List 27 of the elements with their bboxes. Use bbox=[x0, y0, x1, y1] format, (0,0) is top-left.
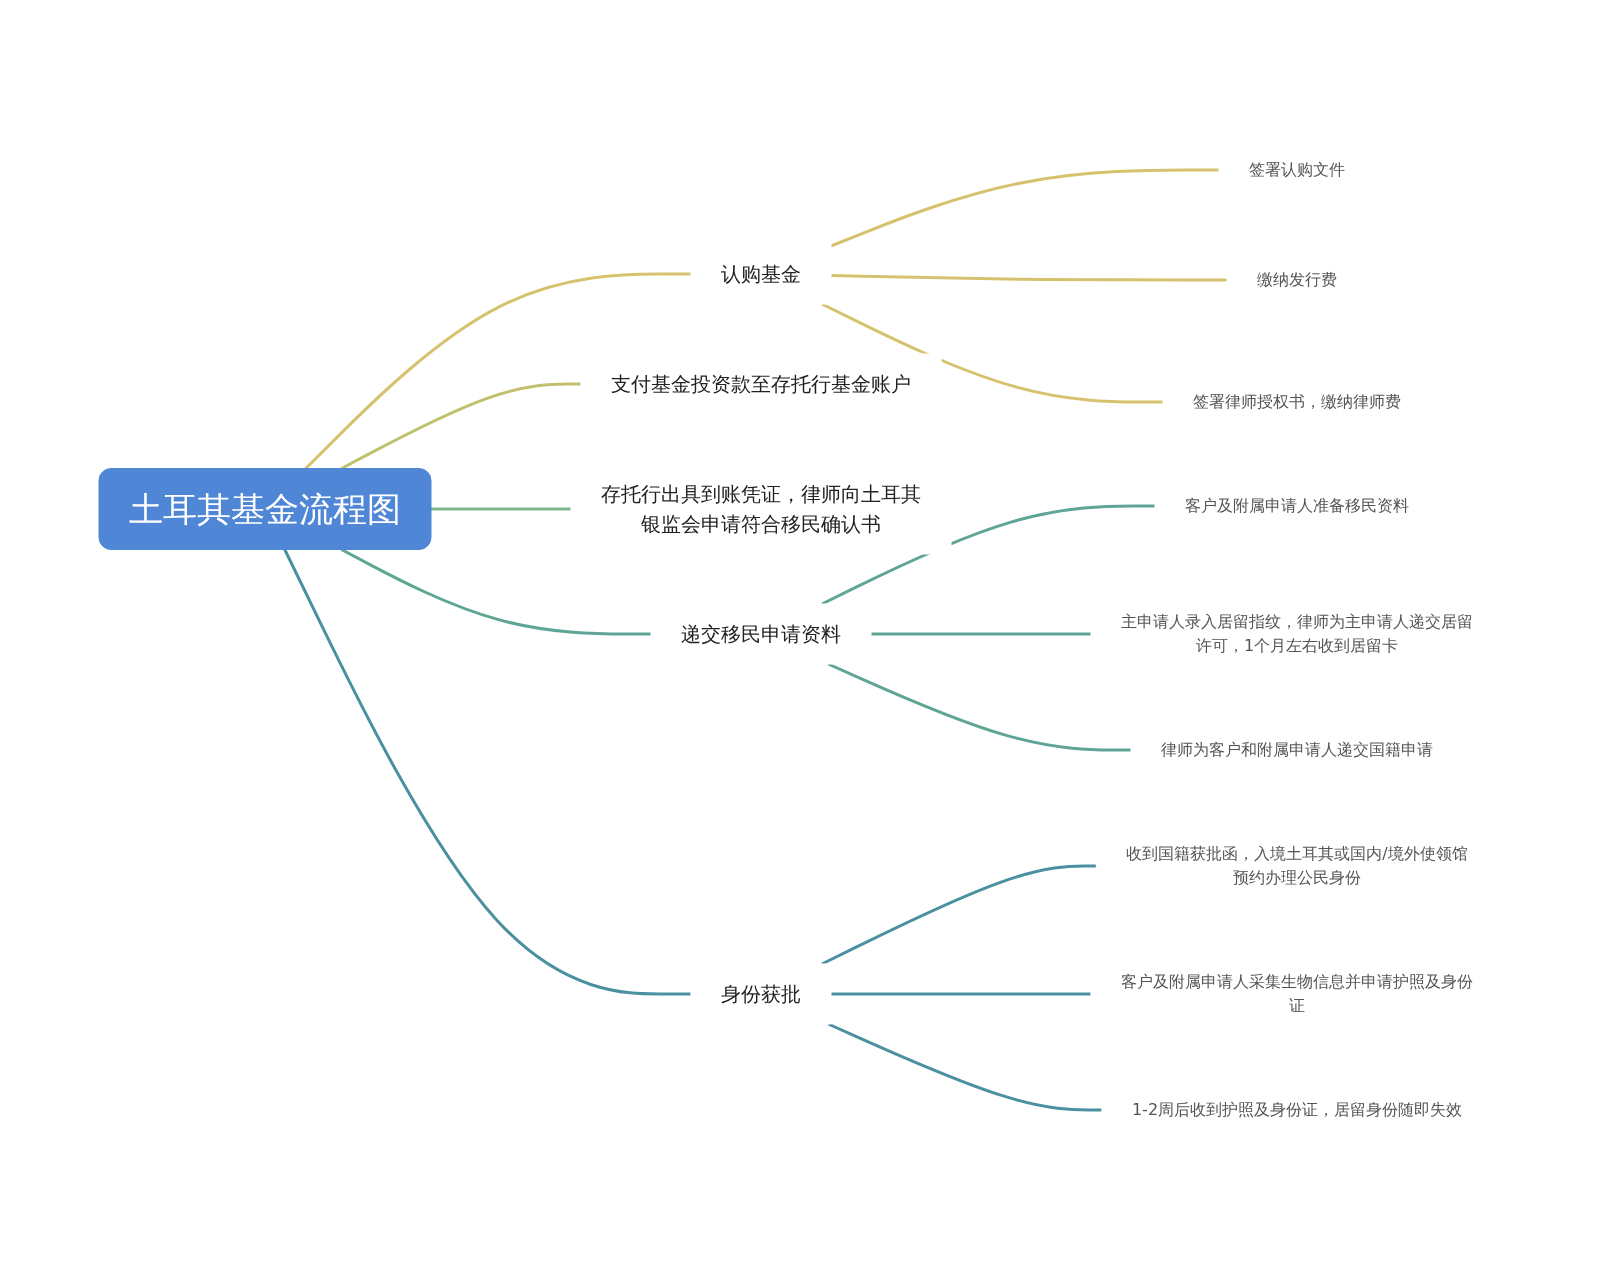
connector bbox=[340, 548, 651, 636]
node-text: 缴纳发行费 bbox=[1257, 270, 1337, 289]
connector bbox=[431, 507, 571, 511]
node-text: 身份获批 bbox=[721, 982, 801, 1006]
node-text: 1-2周后收到护照及身份证，居留身份随即失效 bbox=[1131, 1100, 1463, 1119]
connector bbox=[340, 382, 581, 470]
node-text: 签署律师授权书，缴纳律师费 bbox=[1193, 392, 1401, 411]
node-text: 律师为客户和附属申请人递交国籍申请 bbox=[1161, 740, 1433, 759]
node-box: 土耳其基金流程图 bbox=[98, 468, 432, 550]
node-text: 客户及附属申请人采集生物信息并申请护照及身份证 bbox=[1121, 972, 1473, 1015]
connector bbox=[830, 168, 1219, 248]
connector bbox=[821, 864, 1097, 966]
node-text: 收到国籍获批函，入境土耳其或国内/境外使领馆预约办理公民身份 bbox=[1126, 844, 1468, 887]
node-text: 主申请人录入居留指纹，律师为主申请人递交居留许可，1个月左右收到居留卡 bbox=[1121, 612, 1473, 655]
connector bbox=[821, 504, 1155, 606]
node-text: 签署认购文件 bbox=[1249, 160, 1345, 179]
node-text: 存托行出具到账凭证，律师向土耳其银监会申请符合移民确认书 bbox=[601, 482, 921, 536]
node-text: 支付基金投资款至存托行基金账户 bbox=[611, 372, 911, 396]
connector bbox=[304, 272, 691, 470]
connector bbox=[827, 1022, 1102, 1112]
node-text: 客户及附属申请人准备移民资料 bbox=[1185, 496, 1409, 515]
node-text: 递交移民申请资料 bbox=[681, 622, 841, 646]
connector bbox=[871, 632, 1091, 636]
connector bbox=[831, 992, 1091, 996]
connector bbox=[283, 548, 691, 996]
connector bbox=[830, 274, 1227, 282]
node-text: 认购基金 bbox=[721, 262, 801, 286]
